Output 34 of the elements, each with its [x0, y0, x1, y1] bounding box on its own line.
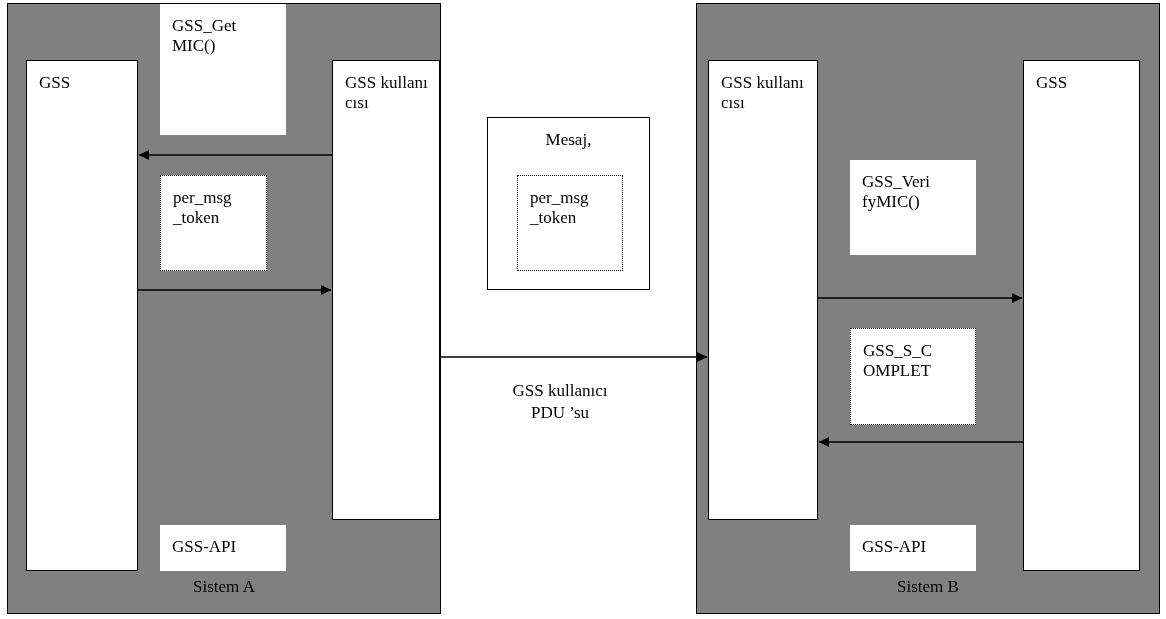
node-label: Sistem B — [896, 577, 960, 597]
node-label: GSS_Veri fyMIC() — [862, 172, 931, 212]
node-label: Sistem A — [192, 577, 256, 597]
component-bar — [26, 60, 138, 571]
node-label: GSS — [39, 73, 72, 93]
edge-label: GSS kullanıcı PDU ’su — [511, 380, 609, 424]
node-label: GSS kullanı cısı — [345, 73, 429, 113]
node-label: GSS kullanı cısı — [721, 73, 805, 113]
token-box — [160, 175, 267, 271]
arrow — [137, 285, 332, 295]
node-label: GSS_S_C OMPLET — [863, 341, 933, 381]
status-box — [850, 328, 976, 425]
interface-box — [850, 525, 976, 571]
component-bar — [1023, 60, 1140, 571]
function-box — [850, 160, 976, 255]
node-label: per_msg _token — [173, 188, 233, 228]
arrow — [818, 437, 1024, 447]
interface-box — [160, 525, 286, 571]
token-box — [517, 175, 623, 271]
node-label: GSS-API — [862, 537, 928, 557]
arrow — [817, 293, 1023, 303]
node-label: GSS — [1036, 73, 1069, 93]
component-bar — [708, 60, 818, 520]
component-bar — [332, 60, 440, 520]
arrow — [138, 150, 333, 160]
arrow — [439, 352, 708, 362]
node-label: GSS_Get MIC() — [172, 16, 238, 56]
system-panel — [7, 3, 441, 614]
node-label: Mesaj, — [544, 130, 593, 150]
node-label: GSS-API — [172, 537, 238, 557]
message-box — [487, 117, 650, 290]
system-panel — [696, 3, 1160, 614]
function-box — [160, 4, 286, 135]
node-label: per_msg _token — [530, 188, 590, 228]
